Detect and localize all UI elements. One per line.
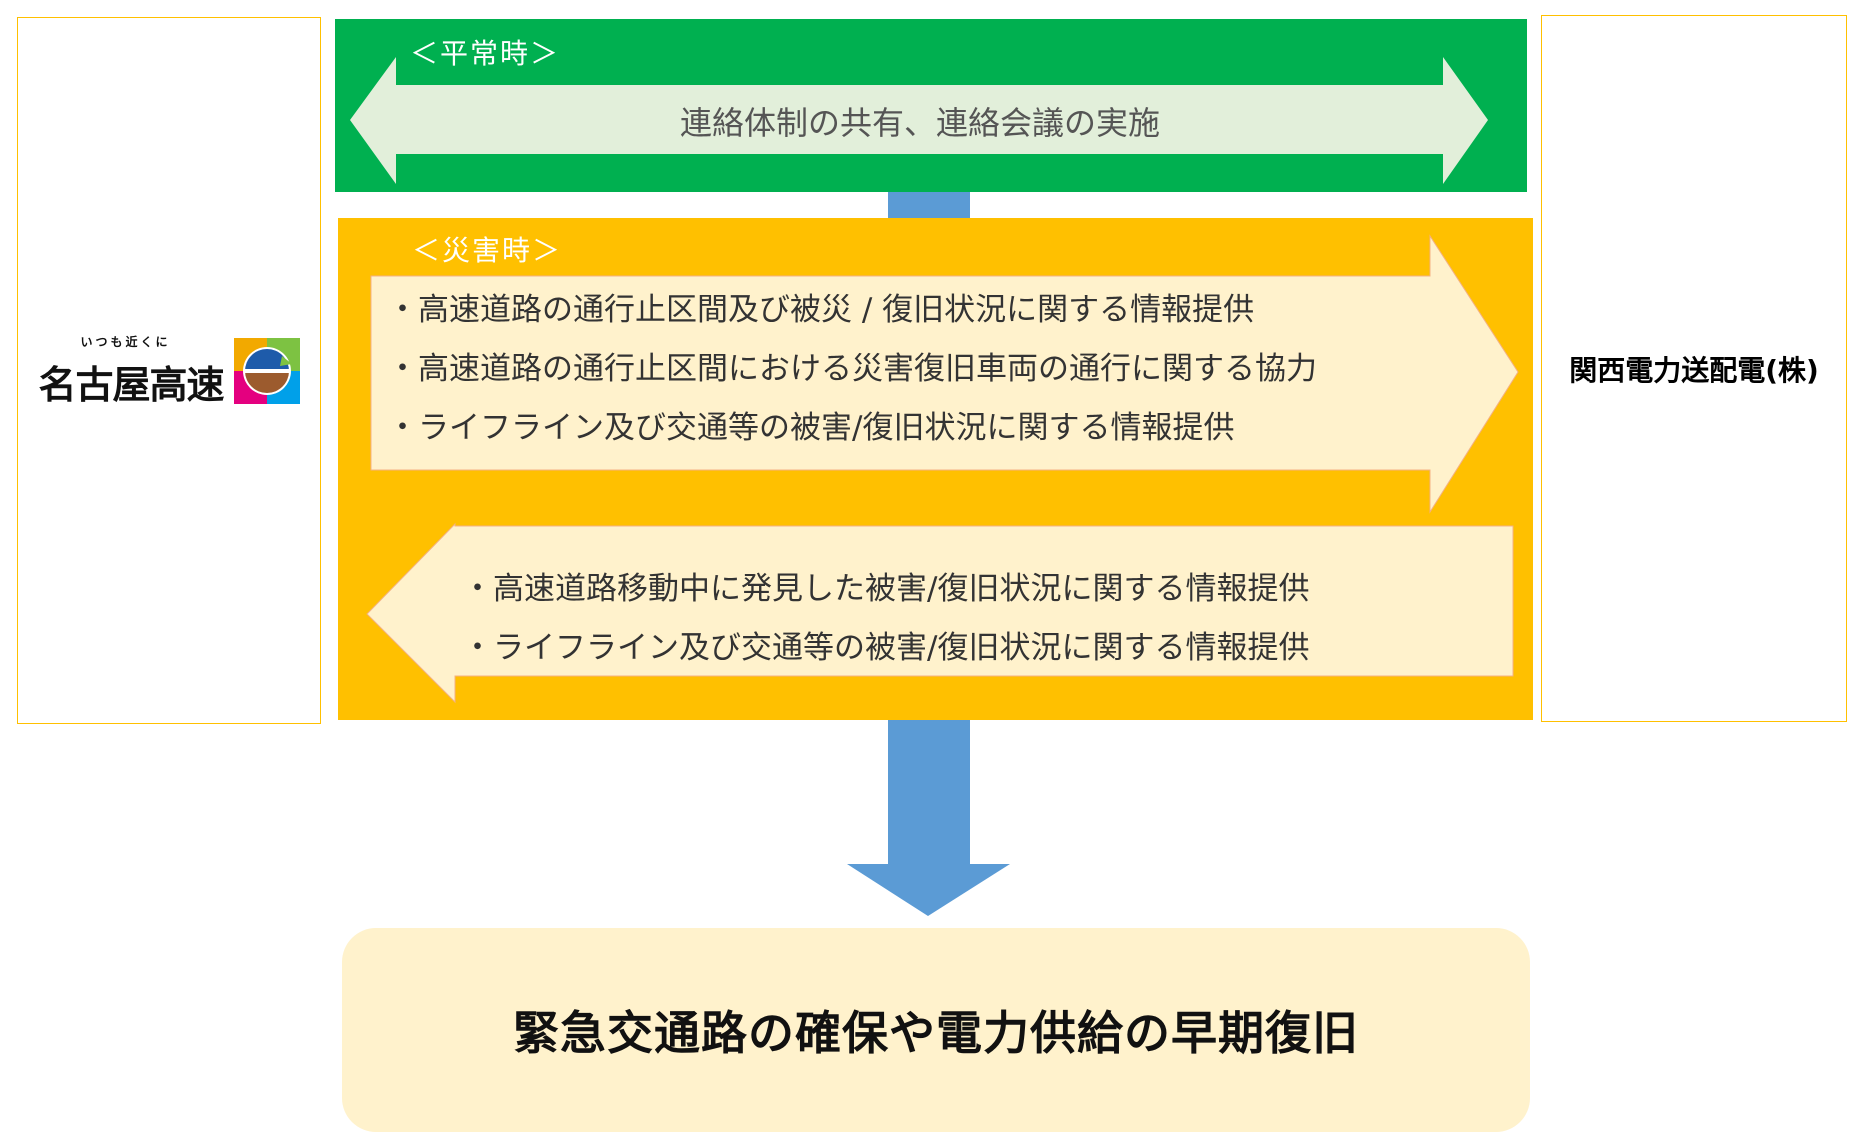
list-item: ・ライフライン及び交通等の被害/復旧状況に関する情報提供	[387, 410, 1235, 446]
kansai-transmission-name: 関西電力送配電(株)	[1569, 353, 1819, 387]
left-arrow-icon	[366, 522, 1514, 704]
double-arrow-icon	[350, 57, 1488, 184]
down-arrow-icon	[847, 864, 1010, 916]
list-item: ・ライフライン及び交通等の被害/復旧状況に関する情報提供	[462, 630, 1310, 666]
logo-tagline: いつも近くに	[80, 334, 171, 349]
normal-time-label: ＜平常時＞	[410, 37, 561, 70]
to-kansai-info-list: ・高速道路の通行止区間及び被災 / 復旧状況に関する情報提供 ・高速道路の通行止…	[387, 281, 1317, 458]
nagoya-expressway-box: いつも近くに 名古屋高速	[17, 17, 321, 724]
to-nagoya-info-list: ・高速道路移動中に発見した被害/復旧状況に関する情報提供 ・ライフライン及び交通…	[462, 560, 1309, 678]
list-item: ・高速道路の通行止区間及び被災 / 復旧状況に関する情報提供	[387, 292, 1255, 328]
connector-stem-bottom	[888, 718, 970, 864]
result-box: 緊急交通路の確保や電力供給の早期復旧	[342, 928, 1530, 1132]
normal-time-text: 連絡体制の共有、連絡会議の実施	[679, 104, 1160, 142]
right-arrow-icon	[370, 234, 1519, 514]
logo-name: 名古屋高速	[38, 362, 224, 407]
nagoya-expressway-logo-icon	[233, 337, 300, 404]
list-item: ・高速道路の通行止区間における災害復旧車両の通行に関する協力	[387, 351, 1317, 387]
nagoya-expressway-logo: いつも近くに 名古屋高速	[38, 333, 300, 409]
connector-stem-top	[888, 190, 970, 220]
list-item: ・高速道路移動中に発見した被害/復旧状況に関する情報提供	[462, 571, 1310, 607]
disaster-time-label: ＜災害時＞	[412, 234, 563, 267]
kansai-transmission-box: 関西電力送配電(株)	[1541, 15, 1847, 722]
result-text: 緊急交通路の確保や電力供給の早期復旧	[513, 1006, 1359, 1060]
